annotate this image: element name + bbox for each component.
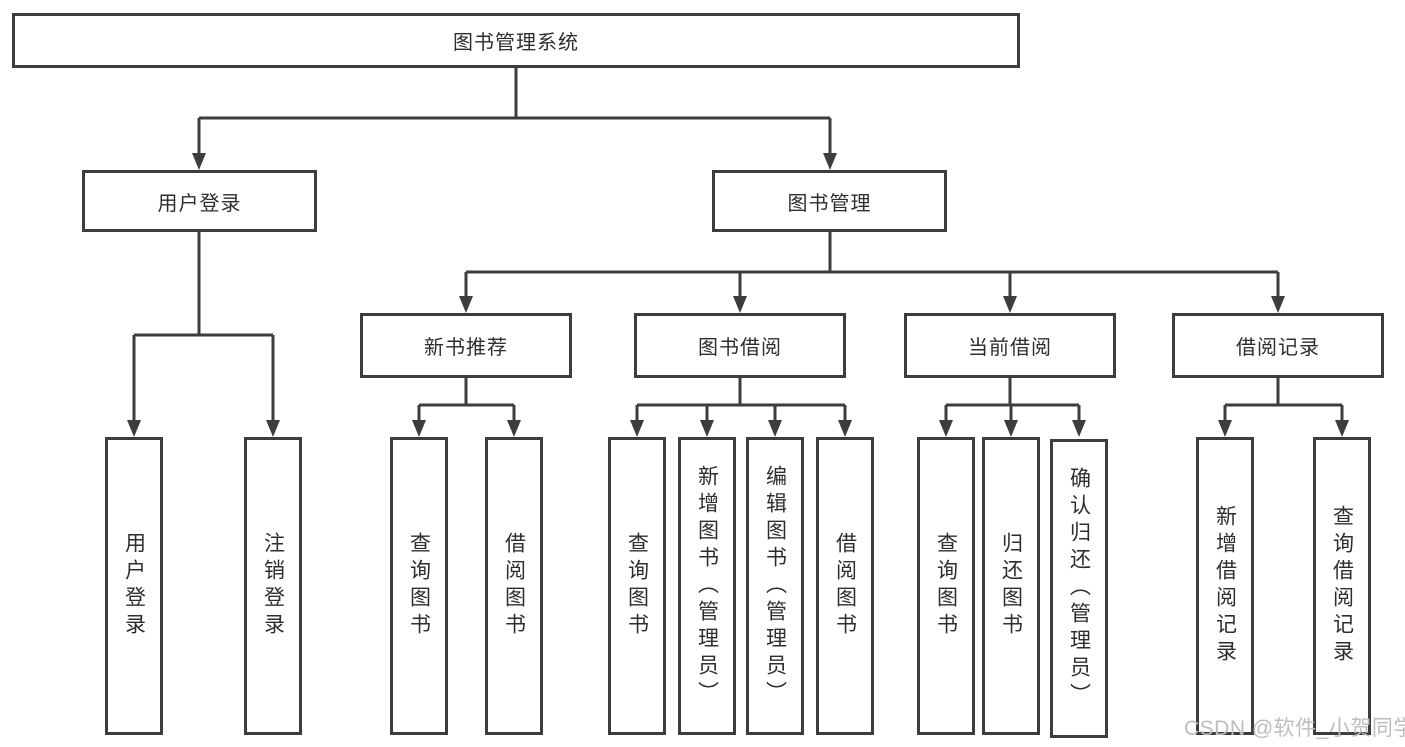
arrowheads [127, 153, 1349, 437]
leaf-current-query-books-label: 查询图书 [934, 532, 958, 640]
leaf-recommend-borrow-books-label: 借阅图书 [502, 532, 526, 640]
arrowhead-icon [630, 420, 644, 437]
leaf-user-login: 用户登录 [105, 437, 163, 735]
leaf-borrowing-edit-books-admin: 编辑图书（管理员） [746, 437, 804, 735]
node-borrowing-records-label: 借阅记录 [1236, 337, 1320, 359]
node-book-borrowing: 图书借阅 [634, 313, 846, 378]
node-current-borrowing: 当前借阅 [904, 313, 1116, 378]
node-new-book-recommend-label: 新书推荐 [424, 337, 508, 359]
leaf-recommend-borrow-books: 借阅图书 [485, 437, 543, 735]
leaf-borrowing-edit-books-admin-label: 编辑图书（管理员） [763, 464, 787, 708]
node-root: 图书管理系统 [12, 13, 1020, 68]
leaf-records-add-record-label: 新增借阅记录 [1213, 505, 1237, 667]
arrowhead-icon [192, 153, 206, 170]
node-book-management-label: 图书管理 [787, 192, 872, 215]
arrowhead-icon [1072, 420, 1086, 437]
leaf-records-add-record: 新增借阅记录 [1196, 437, 1254, 735]
arrowhead-icon [127, 420, 141, 437]
node-current-borrowing-label: 当前借阅 [968, 337, 1052, 359]
arrowhead-icon [1004, 420, 1018, 437]
arrowhead-icon [459, 296, 473, 313]
csdn-watermark: CSDN @软件_小贺同学 [1184, 717, 1405, 740]
arrowhead-icon [507, 420, 521, 437]
leaf-borrowing-borrow-books: 借阅图书 [816, 437, 874, 735]
leaf-borrowing-add-books-admin-label: 新增图书（管理员） [695, 464, 719, 708]
arrowhead-icon [1271, 296, 1285, 313]
leaf-user-login-label: 用户登录 [122, 532, 146, 640]
leaf-borrowing-add-books-admin: 新增图书（管理员） [678, 437, 736, 735]
leaf-recommend-query-books: 查询图书 [390, 437, 448, 735]
arrowhead-icon [700, 420, 714, 437]
node-user-login: 用户登录 [82, 170, 317, 232]
leaf-borrowing-query-books: 查询图书 [608, 437, 666, 735]
leaf-records-query-record-label: 查询借阅记录 [1330, 505, 1354, 667]
node-new-book-recommend: 新书推荐 [360, 313, 572, 378]
leaf-records-query-record: 查询借阅记录 [1313, 437, 1371, 735]
arrowhead-icon [1003, 296, 1017, 313]
leaf-logout-label: 注销登录 [261, 532, 285, 640]
leaf-current-return-books-label: 归还图书 [999, 532, 1023, 640]
arrowhead-icon [412, 420, 426, 437]
node-book-borrowing-label: 图书借阅 [698, 337, 782, 359]
arrowhead-icon [768, 420, 782, 437]
arrowhead-icon [266, 420, 280, 437]
leaf-current-query-books: 查询图书 [917, 437, 975, 735]
leaf-borrowing-borrow-books-label: 借阅图书 [833, 532, 857, 640]
arrowhead-icon [1335, 420, 1349, 437]
leaf-logout: 注销登录 [244, 437, 302, 735]
leaf-current-confirm-return-admin: 确认归还（管理员） [1050, 439, 1108, 738]
arrowhead-icon [1218, 420, 1232, 437]
node-borrowing-records: 借阅记录 [1172, 313, 1384, 378]
leaf-recommend-query-books-label: 查询图书 [407, 532, 431, 640]
leaf-borrowing-query-books-label: 查询图书 [625, 532, 649, 640]
arrowhead-icon [823, 153, 837, 170]
node-root-label: 图书管理系统 [453, 32, 579, 54]
node-user-login-label: 用户登录 [157, 192, 242, 215]
arrowhead-icon [939, 420, 953, 437]
arrowhead-icon [838, 420, 852, 437]
leaf-current-confirm-return-admin-label: 确认归还（管理员） [1067, 467, 1091, 710]
arrowhead-icon [733, 296, 747, 313]
node-book-management: 图书管理 [712, 170, 947, 232]
leaf-current-return-books: 归还图书 [982, 437, 1040, 735]
